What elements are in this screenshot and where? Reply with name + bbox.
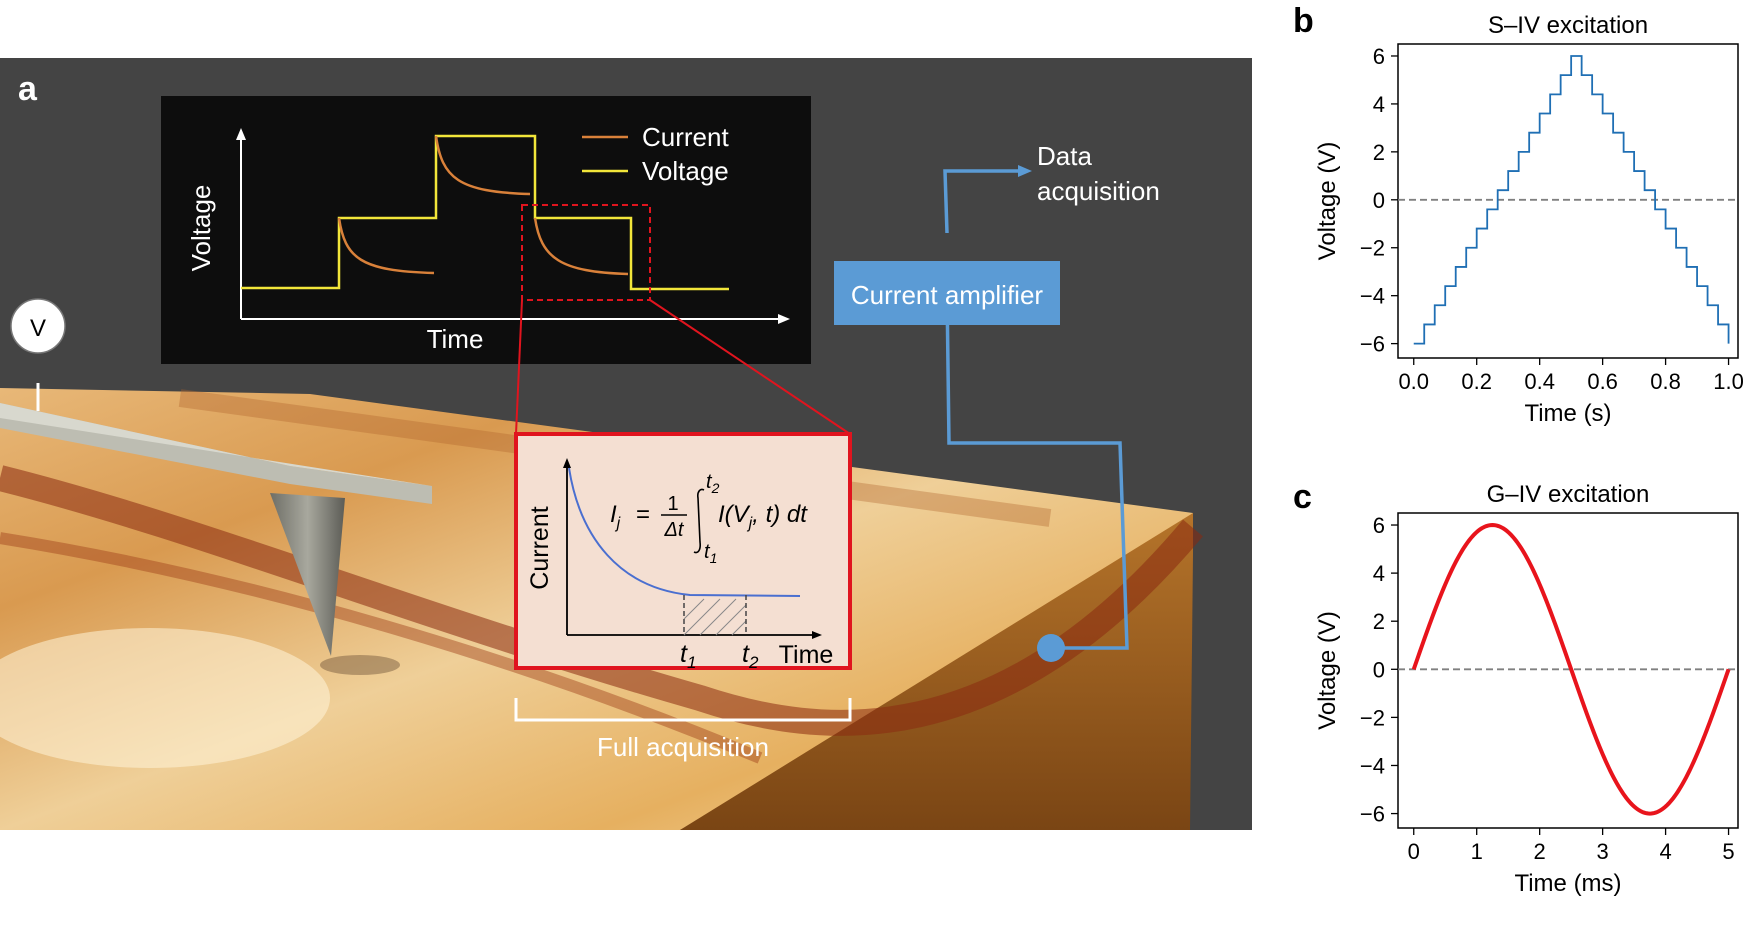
chart-b-y-tick-label: 0 xyxy=(1373,188,1385,213)
chart-c-y-tick-label: 4 xyxy=(1373,561,1385,586)
chart-c-x-axis-label: Time (ms) xyxy=(1514,870,1621,897)
current-trace-3 xyxy=(533,217,629,276)
chart-c-x-tick-label: 5 xyxy=(1722,839,1734,864)
chart-b-y-tick-label: −2 xyxy=(1360,236,1385,261)
chart-c-y-tick-label: −4 xyxy=(1360,753,1385,778)
chart-c-y-tick-label: 0 xyxy=(1373,657,1385,682)
chart-b-x-axis-label: Time (s) xyxy=(1524,400,1611,427)
output-wire xyxy=(943,169,1018,234)
voltage-trace xyxy=(241,134,729,291)
data-acquisition-label-1: Data xyxy=(1037,141,1092,171)
zoom-y-label: Current xyxy=(526,506,554,589)
chart-c-y-axis-label: Voltage (V) xyxy=(1314,611,1341,730)
chart-b-y-tick-label: −4 xyxy=(1360,284,1385,309)
panel-a-letter: a xyxy=(18,70,37,108)
decay-curve xyxy=(568,467,801,597)
chart-c-y-tick-label: −6 xyxy=(1360,802,1385,827)
waveform-inset: Voltage Time Current Voltage xyxy=(161,96,811,364)
chart-c-x-tick-label: 1 xyxy=(1471,839,1483,864)
svg-text:1: 1 xyxy=(667,493,678,515)
data-acquisition-label-2: acquisition xyxy=(1037,176,1160,206)
current-amplifier-box xyxy=(834,261,1060,325)
signal-wire xyxy=(945,289,1129,650)
chart-b-y-axis-label: Voltage (V) xyxy=(1314,142,1341,261)
chart-b-x-tick-label: 0.4 xyxy=(1524,369,1555,394)
chart-c-x-tick-label: 0 xyxy=(1408,839,1420,864)
full-acquisition-brace xyxy=(514,698,852,722)
chart-b-y-tick-label: −6 xyxy=(1360,332,1385,357)
full-acquisition-label: Full acquisition xyxy=(597,732,769,762)
afm-cantilever xyxy=(0,403,432,675)
chart-c-x-tick-label: 2 xyxy=(1534,839,1546,864)
panel-b-letter: b xyxy=(1293,2,1314,40)
chart-c-y-tick-label: 2 xyxy=(1373,609,1385,634)
voltmeter-symbol: V xyxy=(30,315,46,342)
integration-inset: Current Time t1 t2 Ij = 1 Δt t2 t1 I(Vj,… xyxy=(514,432,852,672)
chart-b-y-tick-label: 4 xyxy=(1373,92,1385,117)
current-amplifier-label: Current amplifier xyxy=(851,280,1044,310)
zoom-x-label: Time xyxy=(779,641,834,669)
current-trace-1 xyxy=(337,217,435,275)
chart-c-plot-frame xyxy=(1397,512,1739,829)
svg-text:=: = xyxy=(636,501,650,528)
chart-c-title: G–IV excitation xyxy=(1487,481,1650,508)
t2-label: t2 xyxy=(742,640,759,672)
t1-label: t1 xyxy=(680,640,696,672)
svg-text:t2: t2 xyxy=(706,471,720,496)
chart-b-x-tick-label: 0.8 xyxy=(1650,369,1681,394)
voltmeter-icon xyxy=(10,298,66,354)
chart-c-x-tick-label: 3 xyxy=(1597,839,1609,864)
panel-c-letter: c xyxy=(1293,478,1312,516)
chart-b-series-line xyxy=(1413,55,1730,345)
chart-b-y-tick-label: 2 xyxy=(1373,140,1385,165)
chart-b-plot-frame xyxy=(1397,43,1739,359)
output-arrow-icon xyxy=(1018,165,1032,177)
chart-b-title: S–IV excitation xyxy=(1488,12,1648,39)
legend-voltage-label: Voltage xyxy=(642,156,729,186)
chart-b-y-tick-label: 6 xyxy=(1373,44,1385,69)
inset-y-label: Voltage xyxy=(186,185,216,272)
chart-b-x-tick-label: 1.0 xyxy=(1713,369,1744,394)
chart-c-y-tick-label: 6 xyxy=(1373,513,1385,538)
panel-b-chart: S–IV excitation 0.0 0.2 0.4 0.6 0.8 1.0 6 4 2 0 −2 −… xyxy=(1285,0,1745,460)
panel-a-schematic: V Voltage Time Current Voltage xyxy=(0,58,1252,830)
current-trace-2 xyxy=(434,135,531,196)
chart-b-x-tick-label: 0.0 xyxy=(1398,369,1429,394)
electrode-contact-icon xyxy=(1037,634,1065,662)
svg-text:t1: t1 xyxy=(704,541,717,566)
zoom-region-box xyxy=(521,204,651,301)
legend-current-label: Current xyxy=(642,122,729,152)
integral-equation: Ij = 1 Δt t2 t1 I(Vj, t) dt xyxy=(610,471,808,566)
chart-b-x-tick-label: 0.2 xyxy=(1461,369,1492,394)
chart-b-x-tick-label: 0.6 xyxy=(1587,369,1618,394)
svg-text:Δt: Δt xyxy=(664,519,685,541)
chart-c-y-tick-label: −2 xyxy=(1360,705,1385,730)
svg-text:Ij: Ij xyxy=(610,501,621,532)
inset-x-label: Time xyxy=(427,324,484,354)
chart-c-series-line xyxy=(1411,523,1731,816)
svg-text:I(Vj, t) dt: I(Vj, t) dt xyxy=(718,501,808,532)
chart-c-x-tick-label: 4 xyxy=(1659,839,1671,864)
